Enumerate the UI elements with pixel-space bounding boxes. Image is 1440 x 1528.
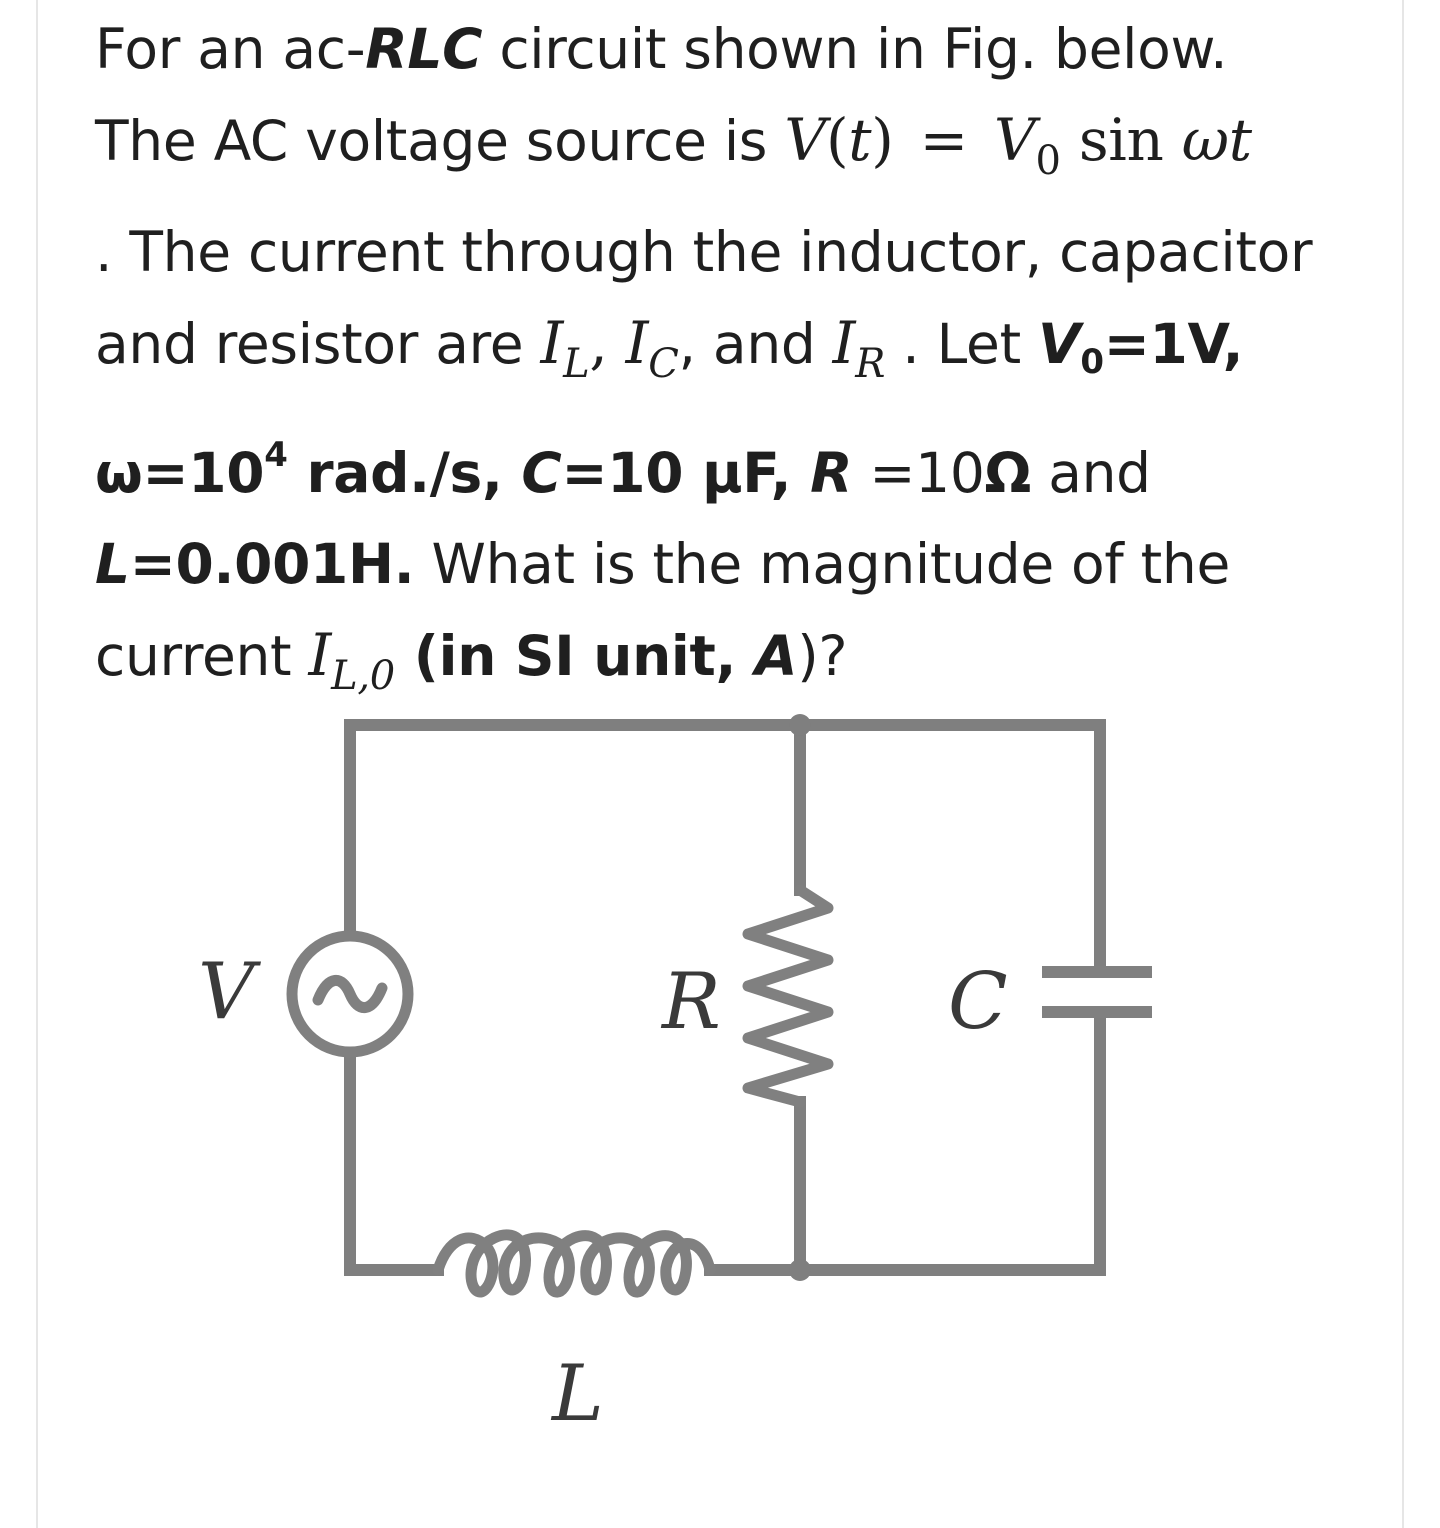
ac-source-icon [286, 930, 414, 1058]
question-line-2: The AC voltage source is V(t)=V0 sin ωt [95, 95, 1385, 207]
math-i: I [625, 309, 649, 377]
current-ic: IC [625, 309, 679, 387]
text: and resistor are [95, 312, 541, 376]
math-subscript: 0 [1035, 138, 1061, 184]
text: . The current through the inductor, capa… [95, 220, 1313, 284]
v0-subscript: 0 [1080, 342, 1104, 382]
current-ir: IR [832, 309, 886, 387]
circuit-figure: V R C L [180, 690, 1180, 1450]
text: The AC voltage source is [95, 109, 785, 173]
voltage-equation: V(t)=V0 sin ωt [784, 106, 1252, 184]
capacitor-plate-bottom [1042, 1006, 1152, 1018]
l-label: L [95, 532, 130, 596]
inductor-icon [432, 1229, 716, 1298]
v0-label: V [1038, 312, 1081, 376]
text: What is the magnitude of the [414, 532, 1231, 596]
math-i: I [540, 309, 564, 377]
math-omega-t: ωt [1181, 106, 1252, 174]
junction-dot-top [789, 714, 811, 736]
junction-dot-bottom [789, 1259, 811, 1281]
r-value: =10 [852, 441, 985, 505]
c-value: =10 μF, [561, 441, 811, 505]
question-line-7: current IL,0 (in SI unit, A)? [95, 610, 1385, 722]
math-t: t [848, 106, 872, 174]
sine-wave-icon [312, 975, 388, 1013]
l-value: =0.001H. [129, 532, 415, 596]
current-il0: IL,0 [308, 621, 396, 699]
inductor-label: L [550, 1349, 604, 1439]
circuit-diagram: V R C L [198, 714, 1152, 1439]
text: )? [797, 624, 848, 688]
capacitor-label: C [948, 957, 1008, 1047]
omega-value: ω=10 [95, 441, 265, 505]
ampere-label: A [754, 624, 798, 688]
math-subscript: C [648, 341, 679, 387]
text: , and [678, 312, 833, 376]
question-line-5: ω=104 rad./s, C=10 μF, R =10Ω and [95, 410, 1385, 519]
v0-value: =1V, [1103, 312, 1244, 376]
math-paren: ) [871, 106, 894, 174]
resistor-icon [742, 884, 834, 1108]
ohm-symbol: Ω [984, 441, 1032, 505]
text: . Let [885, 312, 1039, 376]
math-subscript: R [855, 341, 886, 387]
question-text: For an ac-RLC circuit shown in Fig. belo… [95, 4, 1385, 722]
c-label: C [521, 441, 562, 505]
question-line-1: For an ac-RLC circuit shown in Fig. belo… [95, 4, 1385, 95]
capacitor-icon [1042, 966, 1152, 1018]
math-i: I [308, 621, 332, 689]
math-i: I [832, 309, 856, 377]
resistor-label: R [660, 957, 721, 1047]
si-unit-text: (in SI unit, [394, 624, 755, 688]
question-line-4: and resistor are IL, IC, and IR . Let V0… [95, 298, 1385, 410]
omega-unit: rad./s, [287, 441, 522, 505]
text: current [95, 624, 309, 688]
math-comma: , [589, 309, 626, 377]
math-subscript: L [563, 341, 590, 387]
math-subscript: L,0 [331, 653, 395, 699]
math-paren: ( [825, 106, 849, 174]
text: For an ac- [95, 17, 366, 81]
question-card [36, 0, 1404, 1528]
question-line-6: L=0.001H. What is the magnitude of the [95, 519, 1385, 610]
r-label: R [810, 441, 853, 505]
capacitor-plate-top [1042, 966, 1152, 978]
question-line-3: . The current through the inductor, capa… [95, 207, 1385, 298]
math-sin: sin [1078, 106, 1164, 174]
current-il: IL [540, 309, 589, 387]
math-equals: = [919, 106, 969, 174]
text: circuit shown in Fig. below. [482, 17, 1228, 81]
omega-exponent: 4 [264, 435, 288, 475]
voltage-label: V [198, 947, 261, 1037]
math-v: V [784, 106, 826, 174]
text: and [1031, 441, 1151, 505]
math-v0: V [993, 106, 1036, 174]
rlc-label: RLC [365, 17, 483, 81]
